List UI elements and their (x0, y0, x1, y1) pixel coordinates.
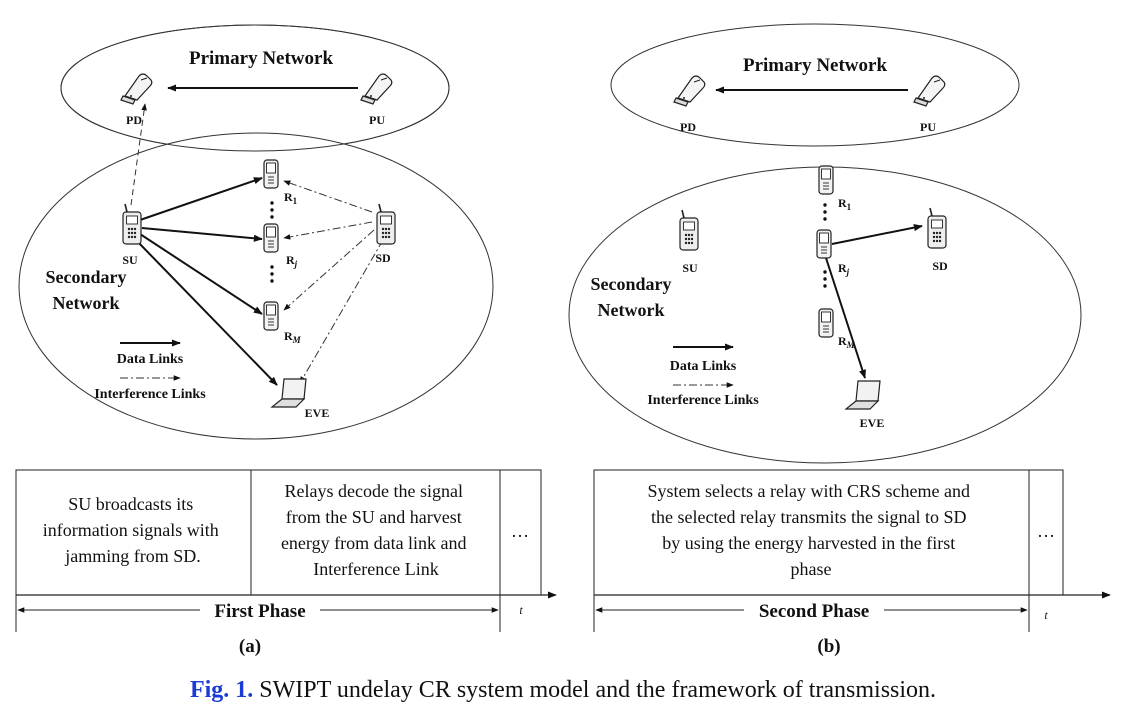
phase-b-ellipsis-box (1028, 469, 1064, 596)
relay-dot (270, 208, 274, 212)
pd-label-a: PD (126, 113, 142, 127)
relay-dot (823, 210, 827, 214)
sd-to-rj-interference-link (283, 221, 373, 240)
relay-dot (270, 215, 274, 219)
figure-caption-text: SWIPT undelay CR system model and the fr… (253, 677, 936, 703)
rj-to-eve-data-link (825, 257, 866, 379)
phase-b-ellipsis: … (1037, 521, 1055, 541)
subfigure-b-label: (b) (817, 636, 840, 657)
rj-phone-icon-b (816, 229, 832, 259)
legend-data-links-a: Data Links (117, 352, 184, 367)
phase-a-box-1-text: SU broadcasts its information signals wi… (43, 494, 223, 566)
su-to-rj-data-link (141, 227, 263, 242)
sd-label-b: SD (932, 259, 948, 273)
sd-to-rm-interference-link (283, 229, 375, 311)
relay-dot (823, 270, 827, 274)
rj-to-sd-data-link (831, 224, 923, 245)
phase-b-box-text: System selects a relay with CRS scheme a… (648, 481, 975, 579)
legend-interference-links-b: Interference Links (647, 393, 759, 408)
figure-caption: Fig. 1. SWIPT undelay CR system model an… (190, 677, 936, 703)
secondary-network-title-line1-b: Secondary (591, 274, 672, 294)
rm-phone-icon-b (818, 308, 834, 338)
relay-dot (270, 279, 274, 283)
sd-label-a: SD (375, 251, 391, 265)
rj-phone-icon-a (263, 223, 279, 253)
relay-dot (823, 277, 827, 281)
relay-dot (270, 201, 274, 205)
r1-phone-icon-b (818, 165, 834, 195)
secondary-network-title-line2-b: Network (598, 300, 665, 320)
su-to-r1-data-link (139, 177, 263, 221)
phase-a-box-2 (250, 469, 501, 596)
primary-network-ellipse-b (610, 23, 1020, 147)
phase-a-box-2-text: Relays decode the signal from the SU and… (281, 481, 471, 579)
panel-a: Primary Network Secondary Network PD PU … (15, 24, 557, 657)
legend-interference-links-a: Interference Links (94, 387, 206, 402)
r1-phone-icon-a (263, 159, 279, 189)
r1-label-b: R1 (838, 196, 852, 212)
pu-label-a: PU (369, 113, 385, 127)
eve-label-a: EVE (305, 406, 330, 420)
rm-phone-icon-a (263, 301, 279, 331)
phase-b-box (593, 469, 1030, 596)
pu-label-b: PU (920, 120, 936, 134)
rm-label-b: RM (838, 334, 856, 350)
second-phase-label: Second Phase (759, 601, 869, 622)
phase-a-t-label: t (519, 603, 523, 617)
su-label-b: SU (682, 261, 698, 275)
relay-dot (823, 284, 827, 288)
relay-dot (823, 203, 827, 207)
relay-dot (823, 217, 827, 221)
eve-label-b: EVE (860, 416, 885, 430)
su-to-eve-data-link (135, 239, 278, 386)
rj-label-b: Rj (838, 261, 850, 277)
su-label-a: SU (122, 253, 138, 267)
primary-network-title-a: Primary Network (189, 48, 333, 69)
legend-data-links-b: Data Links (670, 359, 737, 374)
figure-caption-label: Fig. 1. (190, 677, 253, 703)
phase-a-ellipsis-box (499, 469, 542, 596)
rj-label-a: Rj (286, 253, 298, 269)
su-to-pd-interference-link-a (130, 103, 147, 206)
sd-to-eve-interference-link (299, 239, 384, 384)
secondary-network-title-line1-a: Secondary (46, 267, 127, 287)
first-phase-label: First Phase (214, 601, 305, 622)
su-to-rm-data-link (139, 233, 263, 315)
secondary-network-ellipse-a (18, 132, 494, 440)
relay-dot (270, 272, 274, 276)
primary-network-title-b: Primary Network (743, 55, 887, 76)
subfigure-a-label: (a) (239, 636, 261, 657)
panel-b: Primary Network Secondary Network PD PU … (568, 23, 1111, 657)
relay-dot (270, 265, 274, 269)
pd-label-b: PD (680, 120, 696, 134)
r1-label-a: R1 (284, 190, 298, 206)
phase-b-t-label: t (1044, 608, 1048, 622)
phase-a-ellipsis: … (511, 521, 529, 541)
rm-label-a: RM (284, 329, 302, 345)
secondary-network-title-line2-a: Network (53, 293, 120, 313)
